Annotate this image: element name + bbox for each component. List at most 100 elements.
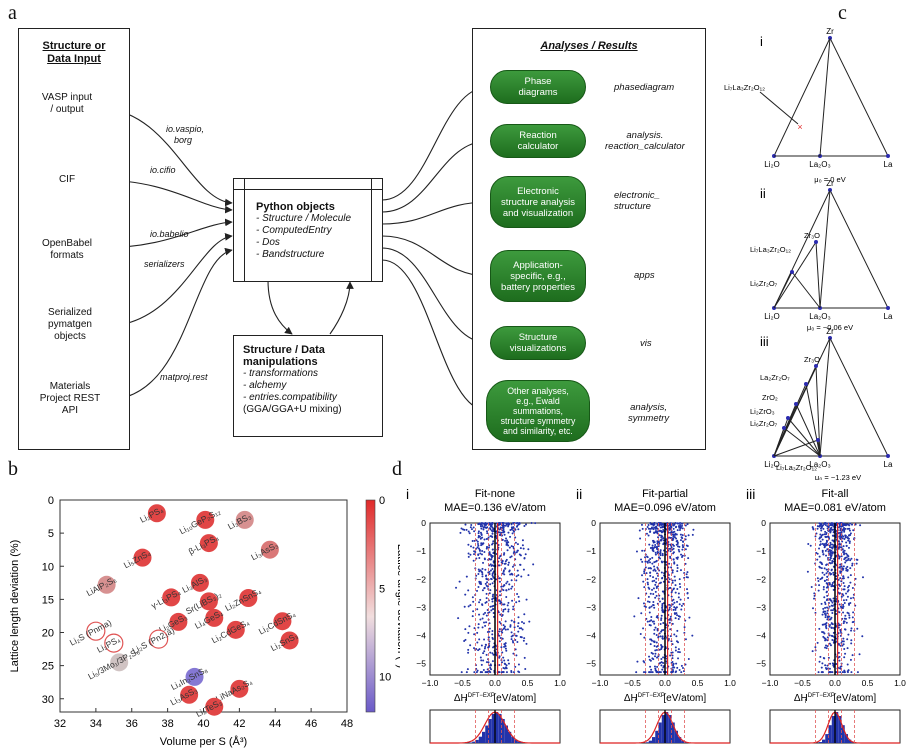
data-point — [511, 565, 514, 568]
data-point — [824, 603, 827, 606]
data-point — [830, 585, 833, 588]
data-point — [458, 580, 461, 583]
phase-point — [790, 270, 794, 274]
data-point — [481, 536, 484, 539]
compound-label: Li₂ZrO₃ — [750, 407, 775, 416]
data-point — [511, 599, 514, 602]
y-tick-label: 10 — [42, 561, 54, 573]
data-point — [524, 553, 527, 556]
tie-line — [773, 271, 793, 309]
data-point — [507, 588, 510, 591]
data-point-label: Li₁₀GeP₂S₁₂ — [178, 506, 223, 536]
data-point — [851, 564, 854, 567]
data-point — [671, 581, 674, 584]
data-point — [504, 628, 507, 631]
data-point — [671, 654, 674, 657]
data-point — [505, 671, 508, 674]
data-point — [507, 544, 510, 547]
data-point — [665, 538, 668, 541]
data-point — [856, 627, 859, 630]
data-point — [824, 639, 827, 642]
data-point — [680, 553, 683, 556]
data-point — [849, 567, 852, 570]
data-point — [488, 573, 491, 576]
data-point — [481, 575, 484, 578]
data-point — [681, 537, 684, 540]
data-point — [637, 597, 640, 600]
data-point — [470, 524, 473, 527]
data-point — [655, 577, 658, 580]
data-point — [510, 671, 513, 674]
data-point — [671, 571, 674, 574]
compound-label: Li₆Zr₂O₇ — [750, 419, 778, 428]
data-point — [652, 587, 655, 590]
data-point — [835, 662, 838, 665]
data-point — [671, 671, 674, 674]
data-point — [829, 551, 832, 554]
data-point — [488, 670, 491, 673]
data-point — [504, 666, 507, 669]
data-point — [660, 536, 663, 539]
data-point — [648, 601, 651, 604]
data-point — [668, 606, 671, 609]
tie-line — [819, 189, 831, 309]
data-point — [477, 623, 480, 626]
data-point — [667, 573, 670, 576]
histogram-bar — [508, 731, 512, 743]
data-point — [673, 561, 676, 564]
data-point — [846, 638, 849, 641]
data-point — [670, 595, 673, 598]
data-point — [473, 633, 476, 636]
data-point — [479, 537, 482, 540]
data-point — [676, 666, 679, 669]
data-point — [826, 543, 829, 546]
data-point — [846, 647, 849, 650]
data-point — [481, 571, 484, 574]
data-point — [822, 553, 825, 556]
data-point — [858, 653, 861, 656]
data-point — [488, 552, 491, 555]
data-point — [854, 523, 857, 526]
data-point — [846, 569, 849, 572]
data-point — [506, 539, 509, 542]
data-point — [806, 570, 809, 573]
data-point — [822, 635, 825, 638]
data-point — [681, 527, 684, 530]
y-tick-label: −4 — [586, 631, 596, 641]
data-point — [517, 616, 520, 619]
data-point — [856, 671, 859, 674]
data-point — [641, 560, 644, 563]
compound-label: Li₇La₃Zr₂O₁₂ — [750, 245, 791, 254]
data-point — [525, 642, 528, 645]
data-point — [668, 603, 671, 606]
data-point — [491, 530, 494, 533]
data-point — [653, 523, 656, 526]
python-object-item: - Structure / Molecule — [256, 213, 352, 224]
data-point — [481, 589, 484, 592]
histogram-bar — [838, 716, 842, 743]
data-point — [844, 527, 847, 530]
data-point — [652, 640, 655, 643]
data-point — [850, 639, 853, 642]
data-point — [648, 620, 651, 623]
data-point — [486, 532, 489, 535]
data-point — [825, 568, 828, 571]
data-point — [521, 544, 524, 547]
data-point — [501, 651, 504, 654]
colorbar-tick-label: 0 — [379, 495, 385, 507]
data-point — [460, 671, 463, 674]
data-point — [642, 671, 645, 674]
x-tick-label: −1.0 — [762, 678, 779, 688]
data-point — [508, 583, 511, 586]
data-point — [654, 543, 657, 546]
data-point — [824, 667, 827, 670]
data-point — [675, 640, 678, 643]
data-point — [510, 523, 513, 526]
data-point — [676, 629, 679, 632]
data-point — [678, 669, 681, 672]
data-point — [818, 660, 821, 663]
data-point — [844, 534, 847, 537]
data-point — [512, 641, 515, 644]
